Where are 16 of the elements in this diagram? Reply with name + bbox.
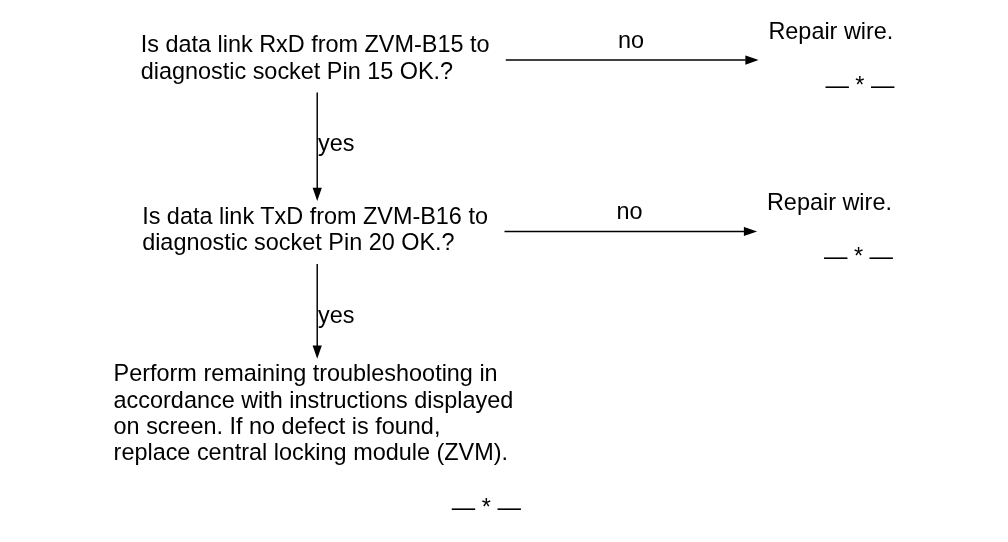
node-text: Perform remaining troubleshooting in accordance with instructions displayed on screen. If no defect is found, replace central locking module (ZVM). — [113, 360, 514, 466]
edge-label: yes — [318, 130, 355, 157]
node-label: — * — — [825, 71, 895, 98]
arrow — [312, 263, 322, 359]
edge-label: yes — [318, 301, 355, 328]
node-label: — * — — [451, 493, 521, 520]
node-label: — * — — [823, 243, 893, 270]
node-text: Is data link TxD from ZVM-B16 to diagnostic socket Pin 20 OK.? — [142, 202, 488, 256]
edge-label: no — [616, 198, 643, 225]
node-text: Repair wire. — [768, 17, 894, 44]
node-text: Repair wire. — [766, 188, 892, 215]
edge-label: no — [618, 27, 645, 54]
arrow — [312, 91, 322, 201]
arrow — [503, 226, 758, 237]
node-text: Is data link RxD from ZVM-B15 to diagnostic socket Pin 15 OK.? — [140, 31, 490, 84]
arrow — [505, 55, 759, 65]
